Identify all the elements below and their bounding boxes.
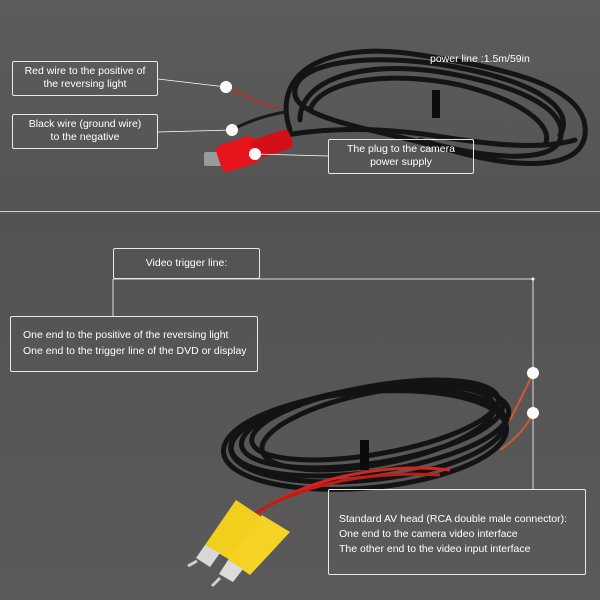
marker-dot — [527, 367, 539, 379]
marker-dot — [527, 407, 539, 419]
callout-text: Video trigger line: — [145, 257, 228, 269]
marker-dot — [226, 124, 238, 136]
callout-text: the reversing light — [43, 78, 127, 90]
power-cable-coil — [262, 48, 588, 166]
callout-text: One end to the camera video interface — [339, 528, 518, 540]
red-wire-callout: Red wire to the positive of the reversin… — [12, 61, 158, 96]
av-head-callout: Standard AV head (RCA double male connec… — [328, 489, 586, 575]
callout-text: Black wire (ground wire) — [28, 118, 142, 130]
callout-text: Standard AV head (RCA double male connec… — [339, 513, 568, 525]
red-wire — [225, 86, 279, 109]
video-trigger-callout: Video trigger line: — [113, 248, 260, 279]
video-cable-coil — [220, 377, 512, 492]
trigger-info-callout: One end to the positive of the reversing… — [10, 316, 258, 372]
marker-dot — [220, 81, 232, 93]
callout-text: to the negative — [50, 131, 120, 143]
rca-connector — [210, 515, 290, 588]
marker-dot — [249, 148, 261, 160]
plug-callout: The plug to the camera power supply — [328, 139, 474, 174]
rca-connector — [187, 500, 266, 568]
callout-text: The plug to the camera — [347, 143, 455, 155]
dc-plug — [204, 129, 293, 172]
section-divider — [0, 211, 600, 212]
callout-text: power supply — [370, 156, 432, 168]
callout-text: One end to the positive of the reversing… — [23, 329, 229, 341]
callout-text: Red wire to the positive of — [24, 65, 146, 77]
power-line-label: power line :1.5m/59in — [430, 53, 530, 65]
cable-clip — [432, 90, 440, 118]
callout-text: One end to the trigger line of the DVD o… — [23, 345, 247, 357]
black-wire-callout: Black wire (ground wire) to the negative — [12, 114, 158, 149]
black-wire — [231, 110, 286, 132]
callout-text: The other end to the video input interfa… — [339, 543, 531, 555]
cable-clip — [360, 440, 369, 470]
